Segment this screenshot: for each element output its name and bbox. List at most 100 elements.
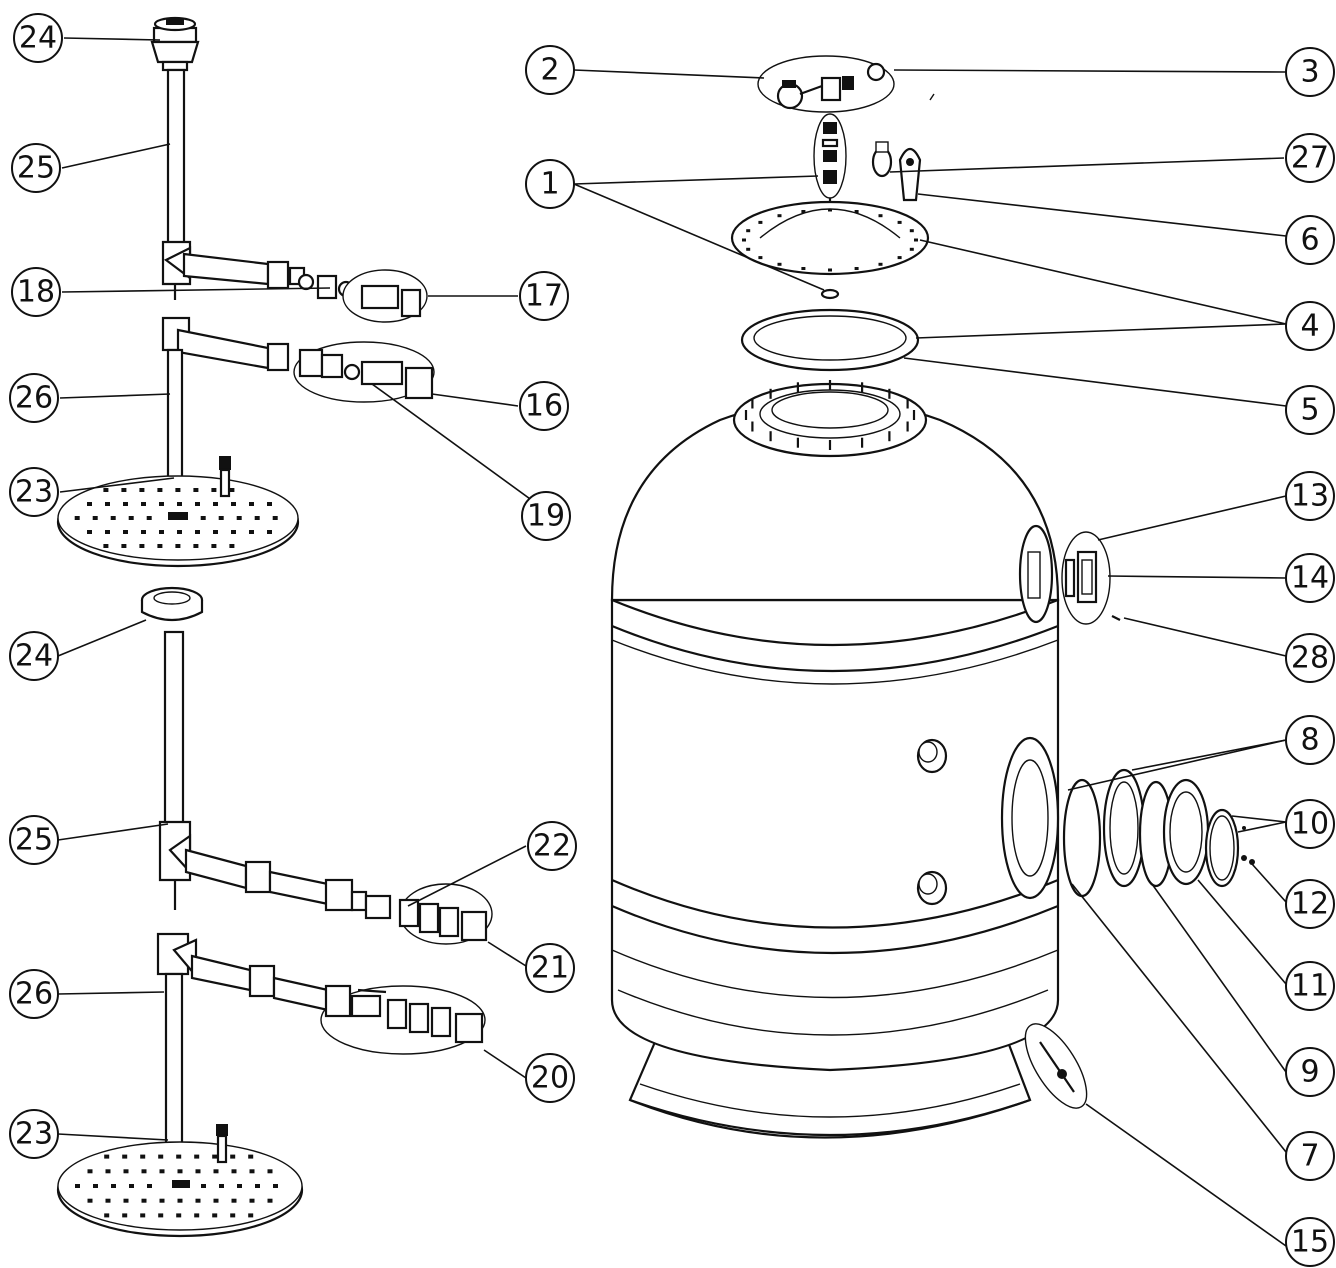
callout-label: 10	[1291, 807, 1329, 842]
callout-label: 18	[17, 275, 55, 310]
callout-label: 25	[15, 823, 53, 858]
callout-14: 14	[1285, 553, 1335, 603]
strainer-hole	[75, 1184, 80, 1188]
flange-stud	[828, 208, 832, 212]
strainer-hole	[123, 1169, 129, 1174]
strainer-hole	[211, 544, 217, 548]
strainer-hole	[236, 516, 242, 520]
callout-25: 25	[11, 143, 61, 193]
strainer-hole	[229, 544, 235, 548]
flange-stud	[897, 256, 902, 260]
strainer-hole	[273, 1184, 278, 1188]
strainer-hole	[175, 488, 181, 492]
strainer-hole	[158, 1213, 164, 1218]
callout-24: 24	[13, 13, 63, 63]
strainer-hole	[194, 1154, 200, 1159]
strainer-hole	[105, 1198, 111, 1203]
callout-6: 6	[1285, 215, 1335, 265]
vertical-pipe-upper	[166, 68, 186, 250]
callout-label: 4	[1300, 309, 1319, 344]
flange-stud	[897, 220, 902, 224]
strainer-hole	[111, 1184, 116, 1188]
strainer-hole	[110, 516, 116, 520]
flange-stud	[801, 267, 806, 270]
callout-16: 16	[519, 381, 569, 431]
strainer-hole	[141, 530, 146, 534]
strainer-hole	[157, 544, 163, 548]
strainer-hole	[128, 516, 134, 520]
strainer-hole	[121, 488, 127, 492]
callout-3: 3	[1285, 47, 1335, 97]
callout-label: 23	[15, 1117, 53, 1152]
lower-lateral-assembly	[56, 586, 493, 1238]
flange-stud	[878, 214, 883, 218]
callout-label: 1	[540, 167, 559, 202]
vertical-pipe-lower-assembly	[163, 630, 185, 834]
strainer-hole	[254, 516, 260, 520]
strainer-hole	[105, 530, 110, 534]
strainer-hole	[200, 516, 206, 520]
strainer-hole	[177, 502, 182, 506]
callout-25: 25	[9, 815, 59, 865]
strainer-hole	[267, 502, 272, 506]
callout-label: 13	[1291, 479, 1329, 514]
strainer-hole	[195, 1198, 201, 1203]
strainer-hole	[139, 488, 145, 492]
strainer-hole	[193, 544, 199, 548]
strainer-hole	[211, 488, 217, 492]
strainer-hole	[272, 516, 278, 520]
strainer-hole	[140, 1213, 146, 1218]
strainer-hole	[121, 544, 127, 548]
strainer-hole	[123, 1198, 129, 1203]
strainer-hole	[195, 1169, 201, 1174]
callout-23: 23	[9, 467, 59, 517]
strainer-hole	[146, 516, 152, 520]
strainer-hole	[103, 488, 109, 492]
strainer-hole	[92, 516, 98, 520]
strainer-hole	[218, 516, 224, 520]
strainer-hole	[212, 1154, 218, 1159]
diffuser-cap-lower	[140, 586, 204, 622]
callout-1: 1	[525, 159, 575, 209]
callout-13: 13	[1285, 471, 1335, 521]
strainer-hole	[159, 1198, 165, 1203]
strainer-hole	[213, 530, 218, 534]
strainer-hole	[123, 502, 128, 506]
flange-stud	[909, 247, 914, 251]
callout-label: 20	[531, 1061, 569, 1096]
strainer-hole	[229, 488, 235, 492]
flange-stud	[909, 229, 914, 233]
top-parts	[730, 55, 935, 372]
strainer-hole	[105, 1169, 111, 1174]
callout-label: 27	[1291, 141, 1329, 176]
strainer-hole	[158, 1154, 164, 1159]
flange-stud	[828, 268, 832, 272]
strainer-hole	[219, 1184, 224, 1188]
strainer-hole	[104, 1154, 110, 1159]
diffuser-cap-top	[150, 16, 200, 72]
strainer-hole	[139, 544, 145, 548]
callout-label: 21	[531, 951, 569, 986]
strainer-hole	[177, 1169, 183, 1174]
callout-label: 22	[533, 829, 571, 864]
strainer-hole	[194, 1213, 200, 1218]
strainer-hole	[103, 544, 109, 548]
strainer-hole	[249, 502, 254, 506]
flange-stud	[777, 214, 782, 218]
strainer-hole	[93, 1184, 98, 1188]
callout-20: 20	[525, 1053, 575, 1103]
strainer-hole	[237, 1184, 242, 1188]
strainer-hole	[231, 1198, 237, 1203]
strainer-hole	[159, 502, 164, 506]
callout-label: 12	[1291, 887, 1329, 922]
upper-lateral-assembly	[56, 16, 435, 568]
callout-label: 17	[525, 279, 563, 314]
strainer-hole	[175, 544, 181, 548]
strainer-hole	[195, 502, 200, 506]
strainer-hole	[177, 1198, 183, 1203]
callout-19: 19	[521, 491, 571, 541]
flange-stud	[746, 229, 751, 233]
callout-label: 28	[1291, 641, 1329, 676]
callout-8: 8	[1285, 715, 1335, 765]
